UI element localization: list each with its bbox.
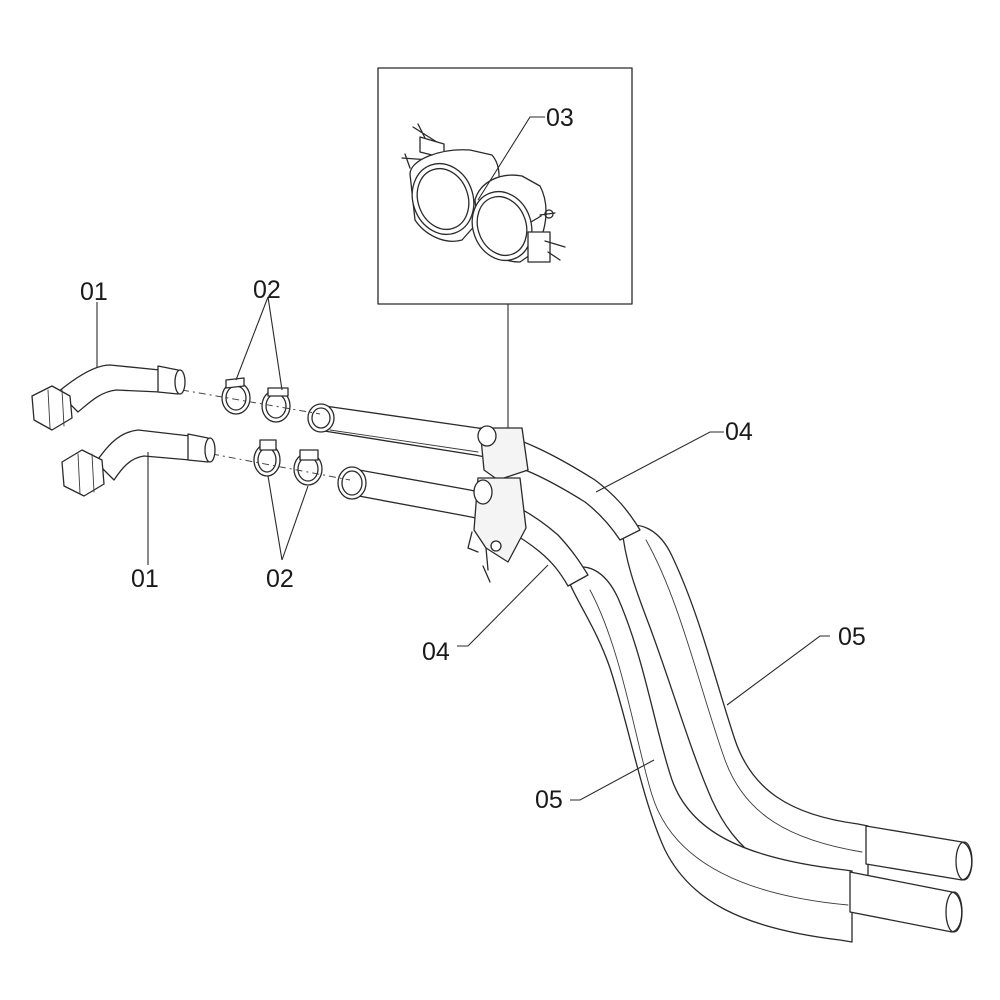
label-03: 03 [546, 104, 574, 132]
label-01-upper: 01 [80, 278, 108, 306]
hose-fitting-lower [61, 429, 216, 497]
label-04-lower: 04 [422, 638, 450, 666]
sleeve-upper [621, 524, 869, 897]
pipe-tails [849, 825, 973, 933]
hose-clamps-lower [253, 439, 323, 486]
hose-clamps-upper [221, 377, 291, 423]
pipe-upper [307, 403, 641, 541]
leader-lines [96, 116, 830, 801]
double-clamp-installed [467, 425, 529, 583]
hose-fitting-upper [31, 364, 186, 431]
assembly-centerlines [181, 389, 351, 481]
detail-inset [377, 67, 633, 430]
pipe-lower [337, 466, 589, 587]
label-02-lower: 02 [266, 565, 294, 593]
double-clamp-drawing [401, 123, 566, 263]
label-02-upper: 02 [253, 276, 281, 304]
label-05-upper: 05 [838, 623, 866, 651]
label-01-lower: 01 [131, 565, 159, 593]
label-04-upper: 04 [725, 418, 753, 446]
sleeve-lower [564, 566, 853, 943]
label-05-lower: 05 [535, 786, 563, 814]
